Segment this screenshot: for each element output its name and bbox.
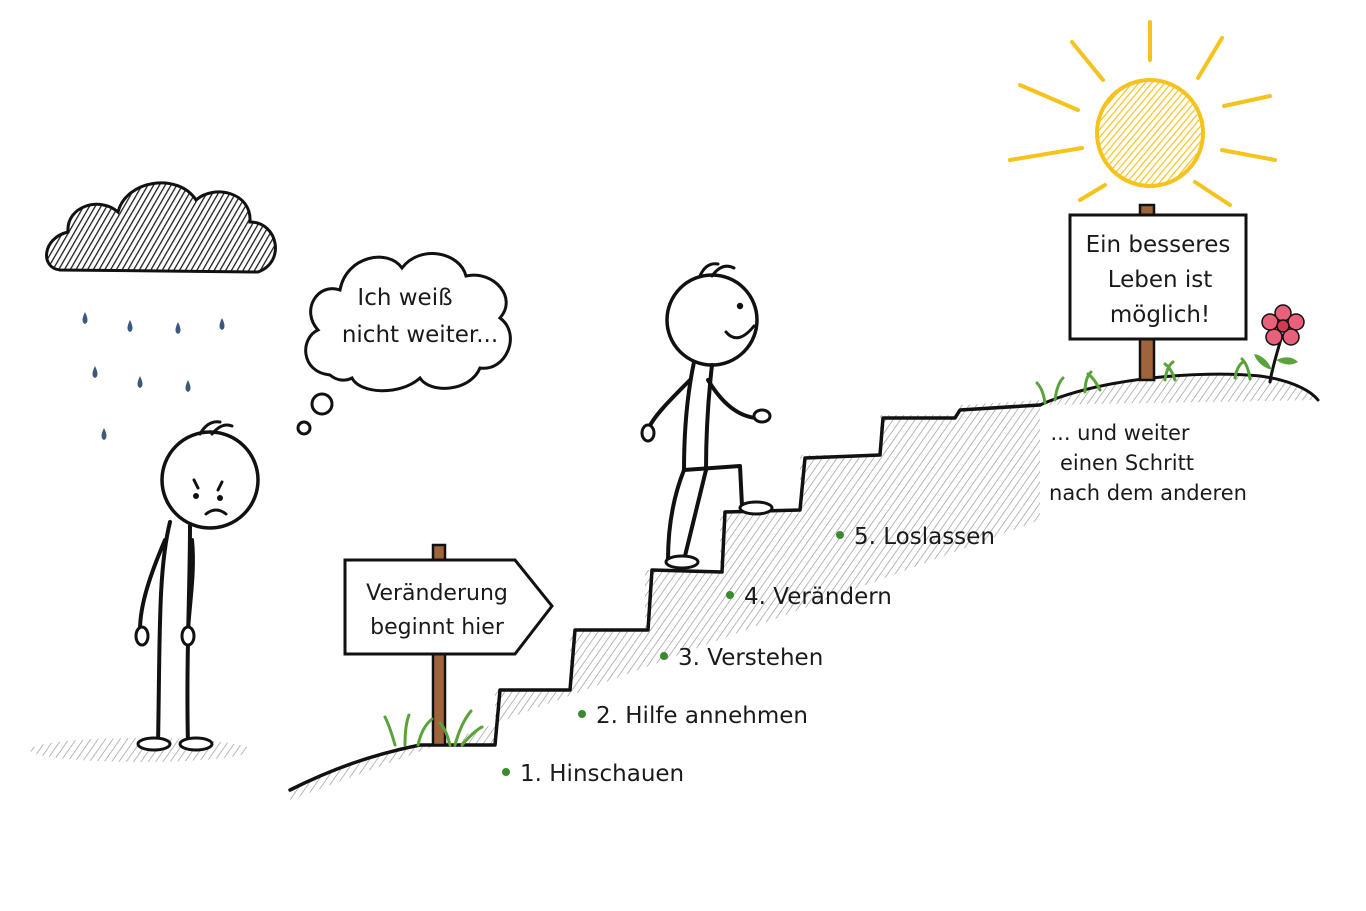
sun-icon: [1008, 20, 1277, 207]
step-label: 1. Hinschauen: [520, 761, 684, 787]
step-1: 1. Hinschauen: [502, 761, 684, 787]
step-bullet: [726, 591, 734, 599]
thought-line-2: nicht weiter...: [342, 322, 498, 348]
goal-sign-line-2: Leben ist: [1108, 267, 1213, 293]
step-2: 2. Hilfe annehmen: [578, 703, 808, 729]
step-list: 1. Hinschauen 2. Hilfe annehmen 3. Verst…: [502, 524, 995, 787]
flower-icon: [1254, 304, 1305, 384]
step-label: 4. Verändern: [744, 584, 892, 610]
step-5: 5. Loslassen: [836, 524, 995, 550]
sun-rays: [1008, 20, 1277, 207]
grass-tuft-hill: [1035, 357, 1252, 405]
hilltop: [1035, 357, 1320, 407]
thought-line-1: Ich weiß: [357, 285, 452, 311]
thought-bubble: Ich weiß nicht weiter...: [296, 252, 512, 436]
step-4: 4. Verändern: [726, 584, 892, 610]
goal-sign-line-1: Ein besseres: [1086, 232, 1231, 258]
walking-stick-figure: [640, 262, 774, 570]
start-sign-line-2: beginnt hier: [370, 615, 505, 640]
start-sign-line-1: Veränderung: [366, 581, 508, 606]
staircase: [288, 400, 1042, 800]
step-label: 2. Hilfe annehmen: [596, 703, 808, 729]
step-bullet: [836, 531, 844, 539]
start-sign: Veränderung beginnt hier: [343, 543, 554, 747]
step-bullet: [660, 652, 668, 660]
step-bullet: [578, 710, 586, 718]
goal-sign: Ein besseres Leben ist möglich!: [1068, 203, 1248, 382]
sad-stick-figure: [30, 420, 260, 762]
rain-cloud-icon: [45, 181, 277, 274]
continuation-line-3: nach dem anderen: [1049, 481, 1247, 505]
step-label: 3. Verstehen: [678, 645, 823, 671]
step-3: 3. Verstehen: [660, 645, 823, 671]
continuation-text: ... und weiter einen Schritt nach dem an…: [1049, 421, 1247, 505]
goal-sign-line-3: möglich!: [1110, 302, 1210, 328]
continuation-line-1: ... und weiter: [1050, 421, 1189, 445]
step-bullet: [502, 768, 510, 776]
continuation-line-2: einen Schritt: [1060, 451, 1194, 475]
step-label: 5. Loslassen: [854, 524, 995, 550]
grass-tuft-sign: [383, 709, 484, 747]
rain-drops: [82, 312, 225, 440]
